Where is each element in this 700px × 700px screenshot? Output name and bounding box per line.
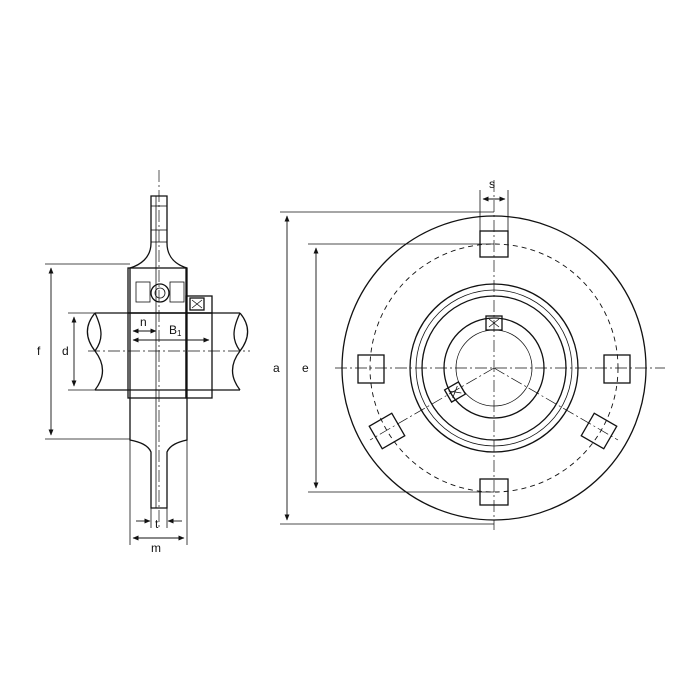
set-screw-angled	[443, 381, 467, 403]
dimension-s: s	[479, 177, 509, 231]
dimension-t: t	[136, 508, 182, 531]
dimension-a: a	[273, 211, 494, 525]
bolt-hole-left	[357, 354, 385, 384]
label-t: t	[155, 517, 159, 531]
dimension-e: e	[302, 243, 494, 493]
label-e: e	[302, 361, 309, 375]
shaft	[86, 312, 249, 391]
label-d: d	[62, 344, 69, 358]
front-diagonal-centerline-right	[493, 367, 619, 441]
dimension-m: m	[129, 440, 188, 555]
front-diagonal-centerline-left	[369, 367, 495, 441]
dimension-d: d	[62, 312, 95, 391]
label-a: a	[273, 361, 280, 375]
front-view: s a e	[273, 177, 665, 530]
label-b1: B1	[169, 323, 182, 338]
label-s: s	[489, 177, 495, 191]
bolt-hole-lower-right	[580, 412, 618, 450]
bolt-hole-lower-left	[368, 412, 406, 450]
side-view: f d n B1 t	[37, 170, 250, 555]
dimension-f: f	[37, 263, 130, 440]
dimension-b1: B1	[132, 320, 213, 345]
label-m: m	[151, 541, 161, 555]
bearing-insert	[127, 267, 213, 399]
flange-plate	[129, 195, 188, 509]
label-f: f	[37, 344, 41, 358]
label-n: n	[140, 315, 147, 329]
bolt-hole-right	[603, 354, 631, 384]
dimension-n: n	[129, 315, 157, 336]
